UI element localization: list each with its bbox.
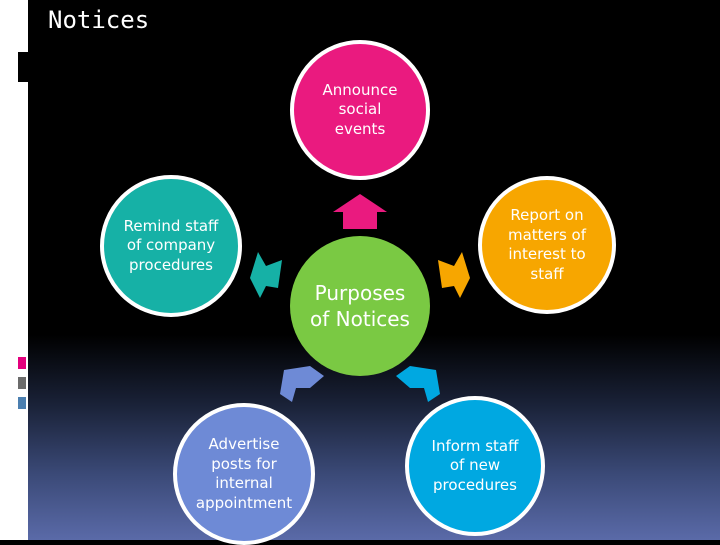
node-announce-social-events: Announce social events (290, 40, 430, 180)
node-label: Remind staff of company procedures (123, 216, 219, 274)
node-report-matters: Report on matters of interest to staff (478, 176, 616, 314)
node-advertise-posts: Advertise posts for internal appointment (173, 403, 315, 545)
center-node: Purposes of Notices (290, 236, 430, 376)
node-remind-staff: Remind staff of company procedures (100, 175, 242, 317)
arrow-to-bottom-left-icon (280, 366, 324, 402)
arrow-to-left-icon (250, 252, 282, 298)
arrow-to-bottom-right-icon (396, 366, 440, 402)
slide-left-bar-notch (18, 52, 28, 82)
arrow-to-right-icon (438, 252, 470, 298)
center-label: Purposes of Notices (310, 281, 410, 331)
sidebar-accent-3 (18, 397, 26, 409)
sidebar-accent-1 (18, 357, 26, 369)
page-title: Notices (48, 6, 150, 34)
node-inform-staff: Inform staff of new procedures (405, 396, 545, 536)
arrow-to-top-icon (333, 194, 387, 229)
node-label: Inform staff of new procedures (431, 436, 519, 494)
node-label: Report on matters of interest to staff (507, 206, 586, 283)
sidebar-accent-2 (18, 377, 26, 389)
slide-left-bar (0, 0, 28, 540)
node-label: Advertise posts for internal appointment (195, 435, 293, 512)
node-label: Announce social events (322, 80, 398, 138)
